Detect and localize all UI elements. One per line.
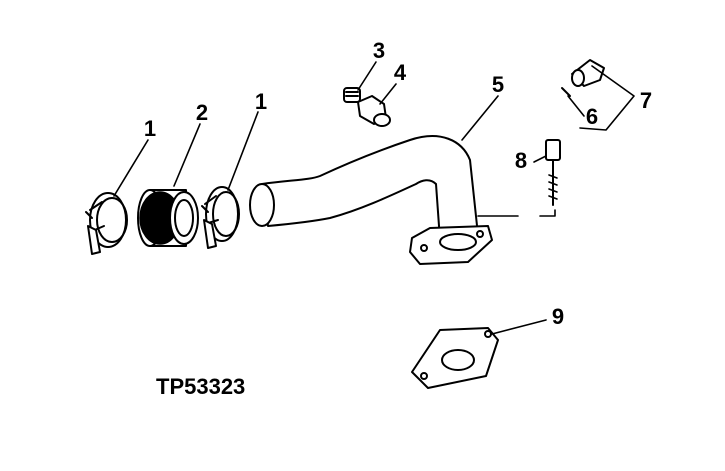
elbow-pipe [249,135,493,265]
cap-screw [545,139,561,206]
callout-assembly: 7 [640,88,652,113]
plug [343,87,361,103]
callout-cap-screw: 8 [515,148,527,173]
callout-plug: 3 [373,38,385,63]
gasket [411,327,499,389]
hose-clamp-right [201,186,240,249]
leader-lines [113,61,635,335]
figure-id: TP53323 [156,374,245,399]
pin [561,87,571,97]
hose-clamp-left [85,192,128,255]
callout-hose: 2 [196,100,208,125]
fitting-assembly [571,59,605,87]
fitting [357,95,391,127]
callout-fitting: 4 [394,60,407,85]
cap-screw-guide-line [477,209,556,217]
callout-elbow-pipe: 5 [492,72,504,97]
hose [137,189,199,247]
callout-clamp-left: 1 [144,116,156,141]
callout-clamp-right: 1 [255,89,267,114]
callout-pin: 6 [586,104,598,129]
callout-gasket: 9 [552,304,564,329]
